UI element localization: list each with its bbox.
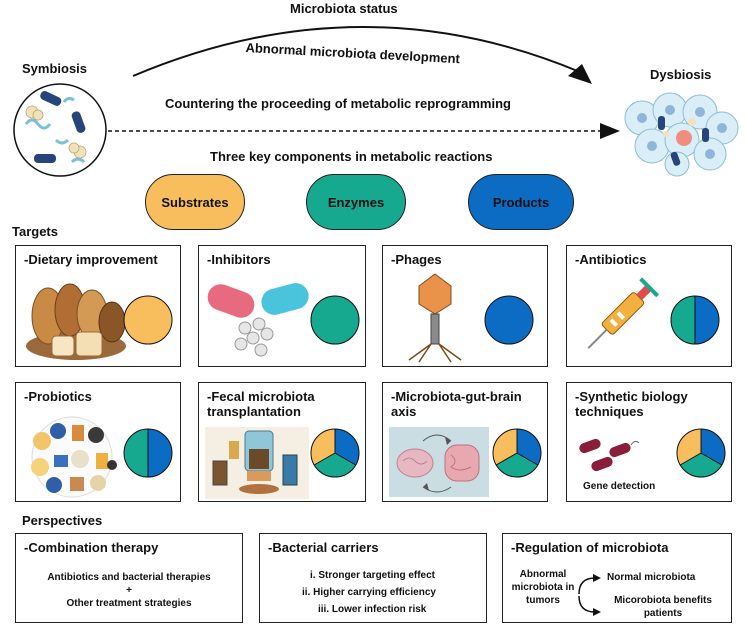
dysbiosis-label: Dysbiosis	[650, 67, 712, 82]
dashed-arrowhead	[600, 123, 620, 139]
target-label: -Microbiota-gut-brain axis	[391, 389, 522, 419]
target-label: -Inhibitors	[207, 252, 271, 267]
substrates-pill: Substrates	[145, 174, 245, 230]
syringe-illustration	[587, 277, 660, 349]
targets-title: Targets	[12, 224, 58, 239]
components-label: Three key components in metabolic reacti…	[210, 149, 493, 164]
pie-enzymes-products	[670, 295, 720, 345]
target-antibiotics: -Antibiotics	[566, 245, 732, 367]
symbiosis-illustration	[13, 83, 107, 177]
combination-plus: +	[126, 585, 132, 596]
pie-enzymes-products	[123, 428, 173, 478]
perspective-regulation-of-microbiota: -Regulation of microbiota Abnormal micro…	[502, 533, 732, 623]
products-pill: Products	[468, 174, 574, 230]
arc-arrowhead	[568, 64, 592, 84]
phage-illustration	[408, 273, 462, 363]
carrier-item: iii. Lower infection risk	[318, 604, 427, 615]
target-label: -Fecal microbiota transplantation	[207, 389, 315, 419]
bread-illustration	[26, 283, 126, 360]
target-label: -Phages	[391, 252, 442, 267]
pie-products	[484, 295, 534, 345]
dysbiosis-illustration	[624, 92, 739, 177]
fmt-illustration	[205, 427, 309, 499]
bacteria-illustration	[579, 438, 640, 472]
pie-enzymes	[310, 295, 360, 345]
target-inhibitors: -Inhibitors	[198, 245, 366, 367]
pie-three-components	[676, 428, 726, 478]
target-fecal-microbiota-transplantation: -Fecal microbiota transplantation	[198, 382, 366, 502]
regulation-arrows	[578, 574, 601, 616]
target-dietary-improvement: -Dietary improvement	[15, 245, 181, 367]
symbiosis-label: Symbiosis	[22, 61, 88, 76]
regulation-source: Abnormal microbiota in tumors	[511, 569, 575, 606]
combination-line2: Other treatment strategies	[66, 598, 192, 609]
microbiota-status-label: Microbiota status	[290, 1, 398, 16]
target-phages: -Phages	[382, 245, 548, 367]
pie-three-components	[492, 428, 542, 478]
perspectives-title: Perspectives	[22, 513, 103, 528]
target-label: -Synthetic biology techniques	[575, 389, 688, 419]
regulation-normal: Normal microbiota	[607, 572, 696, 583]
perspective-label: -Regulation of microbiota	[511, 540, 669, 555]
regulation-benefits: Micorobiota benefits patients	[614, 595, 712, 619]
capsule-illustration	[207, 283, 309, 357]
pie-three-components	[310, 428, 360, 478]
pie-substrates	[123, 295, 173, 345]
gut-brain-illustration	[389, 427, 489, 497]
target-synthetic-biology-techniques: -Synthetic biology techniques Gene detec…	[566, 382, 732, 502]
perspective-label: -Combination therapy	[24, 540, 159, 555]
target-label: -Antibiotics	[575, 252, 647, 267]
perspective-bacterial-carriers: -Bacterial carriers i. Stronger targetin…	[259, 533, 487, 623]
probiotics-illustration	[31, 416, 117, 498]
combination-line1: Antibiotics and bacterial therapies	[47, 572, 211, 583]
target-probiotics: -Probiotics	[15, 382, 181, 502]
countering-label: Countering the proceeding of metabolic r…	[165, 96, 511, 111]
perspective-label: -Bacterial carriers	[268, 540, 379, 555]
carrier-item: i. Stronger targeting effect	[310, 570, 436, 581]
enzymes-pill: Enzymes	[306, 174, 406, 230]
perspective-combination-therapy: -Combination therapy Antibiotics and bac…	[15, 533, 243, 623]
gene-detection-label: Gene detection	[583, 481, 656, 492]
target-label: -Dietary improvement	[24, 252, 158, 267]
target-label: -Probiotics	[24, 389, 92, 404]
target-microbiota-gut-brain-axis: -Microbiota-gut-brain axis	[382, 382, 548, 502]
abnormal-development-arc	[132, 26, 581, 77]
carrier-item: ii. Higher carrying efficiency	[302, 587, 436, 598]
